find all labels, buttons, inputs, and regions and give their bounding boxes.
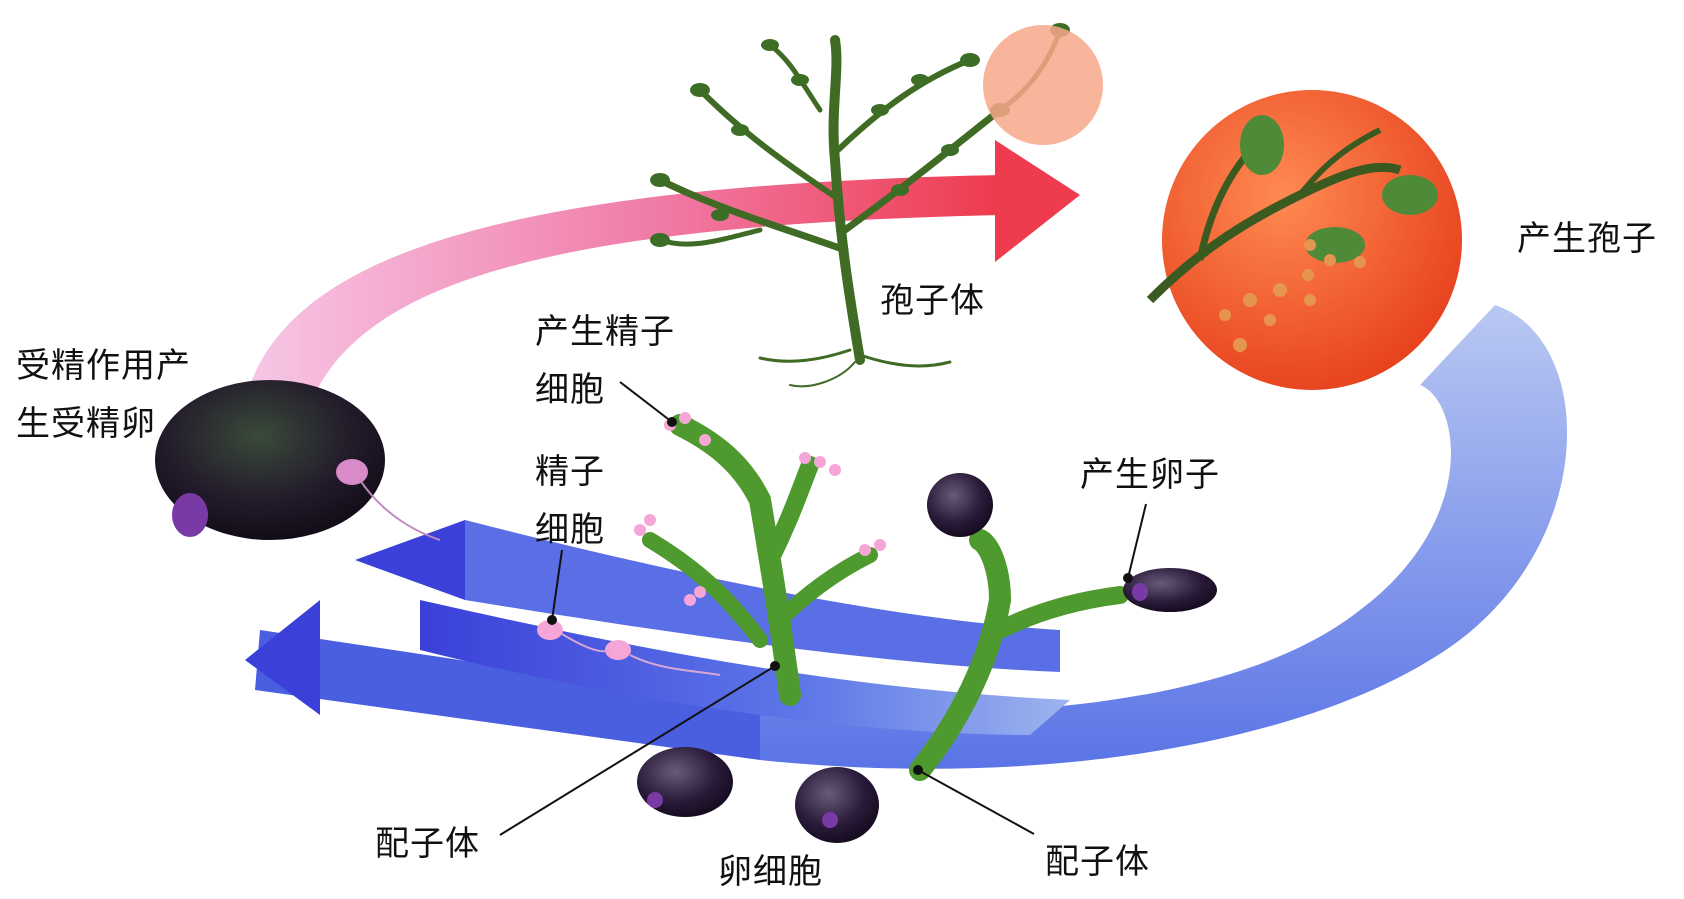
zygote	[155, 380, 441, 541]
label-sperm-cell-line1: 精子	[535, 452, 605, 492]
male-gametophyte	[642, 414, 878, 706]
leader-lines	[499, 381, 1147, 836]
label-gametophyte-right: 配子体	[1045, 842, 1150, 882]
label-gametophyte-left: 配子体	[375, 824, 480, 864]
label-produce-sperm-cell-line1: 产生精子	[535, 312, 675, 352]
spore-circle	[1146, 90, 1462, 390]
lower-cycle-arrow	[245, 305, 1568, 769]
eggs	[637, 473, 1217, 843]
label-produce-spores: 产生孢子	[1517, 219, 1657, 259]
label-produce-sperm-cell-line2: 细胞	[535, 370, 605, 410]
female-gametophyte	[909, 529, 1129, 781]
free-sperm-cells	[537, 620, 721, 676]
label-fertilization-line2: 生受精卵	[16, 404, 156, 444]
leader-dots	[547, 417, 1133, 775]
label-produce-egg: 产生卵子	[1080, 455, 1220, 495]
label-sperm-cell-line2: 细胞	[535, 510, 605, 550]
zoom-source-circle	[983, 25, 1103, 145]
upper-cycle-arrow	[250, 140, 1080, 405]
label-sporophyte: 孢子体	[880, 281, 985, 321]
label-egg-cell: 卵细胞	[718, 852, 823, 892]
label-fertilization-line1: 受精作用产	[16, 346, 191, 386]
